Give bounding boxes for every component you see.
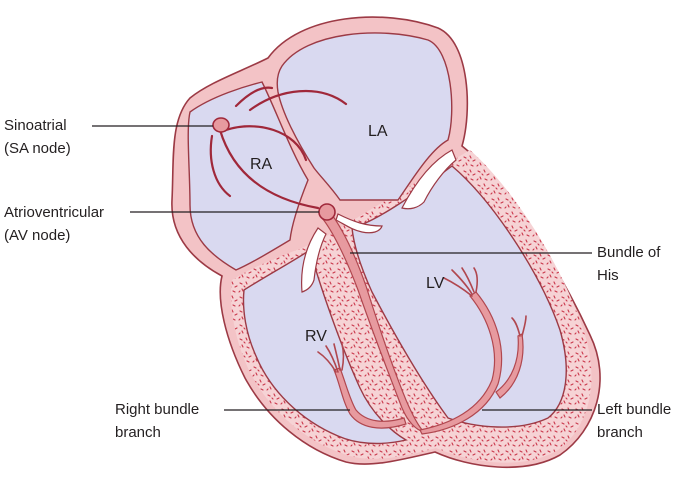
label-ra: RA bbox=[250, 156, 273, 173]
sa-node bbox=[213, 118, 229, 132]
label-left-bundle-branch: Left bundle branch bbox=[597, 401, 675, 441]
label-bundle-of-his: Bundle of His bbox=[597, 244, 665, 284]
label-sa-node: Sinoatrial (SA node) bbox=[4, 117, 71, 157]
label-lv: LV bbox=[426, 275, 445, 292]
label-la: LA bbox=[368, 123, 388, 140]
label-right-bundle-branch: Right bundle branch bbox=[115, 401, 203, 441]
label-rv: RV bbox=[305, 328, 327, 345]
label-av-node: Atrioventricular (AV node) bbox=[4, 204, 108, 244]
av-node bbox=[319, 204, 335, 220]
